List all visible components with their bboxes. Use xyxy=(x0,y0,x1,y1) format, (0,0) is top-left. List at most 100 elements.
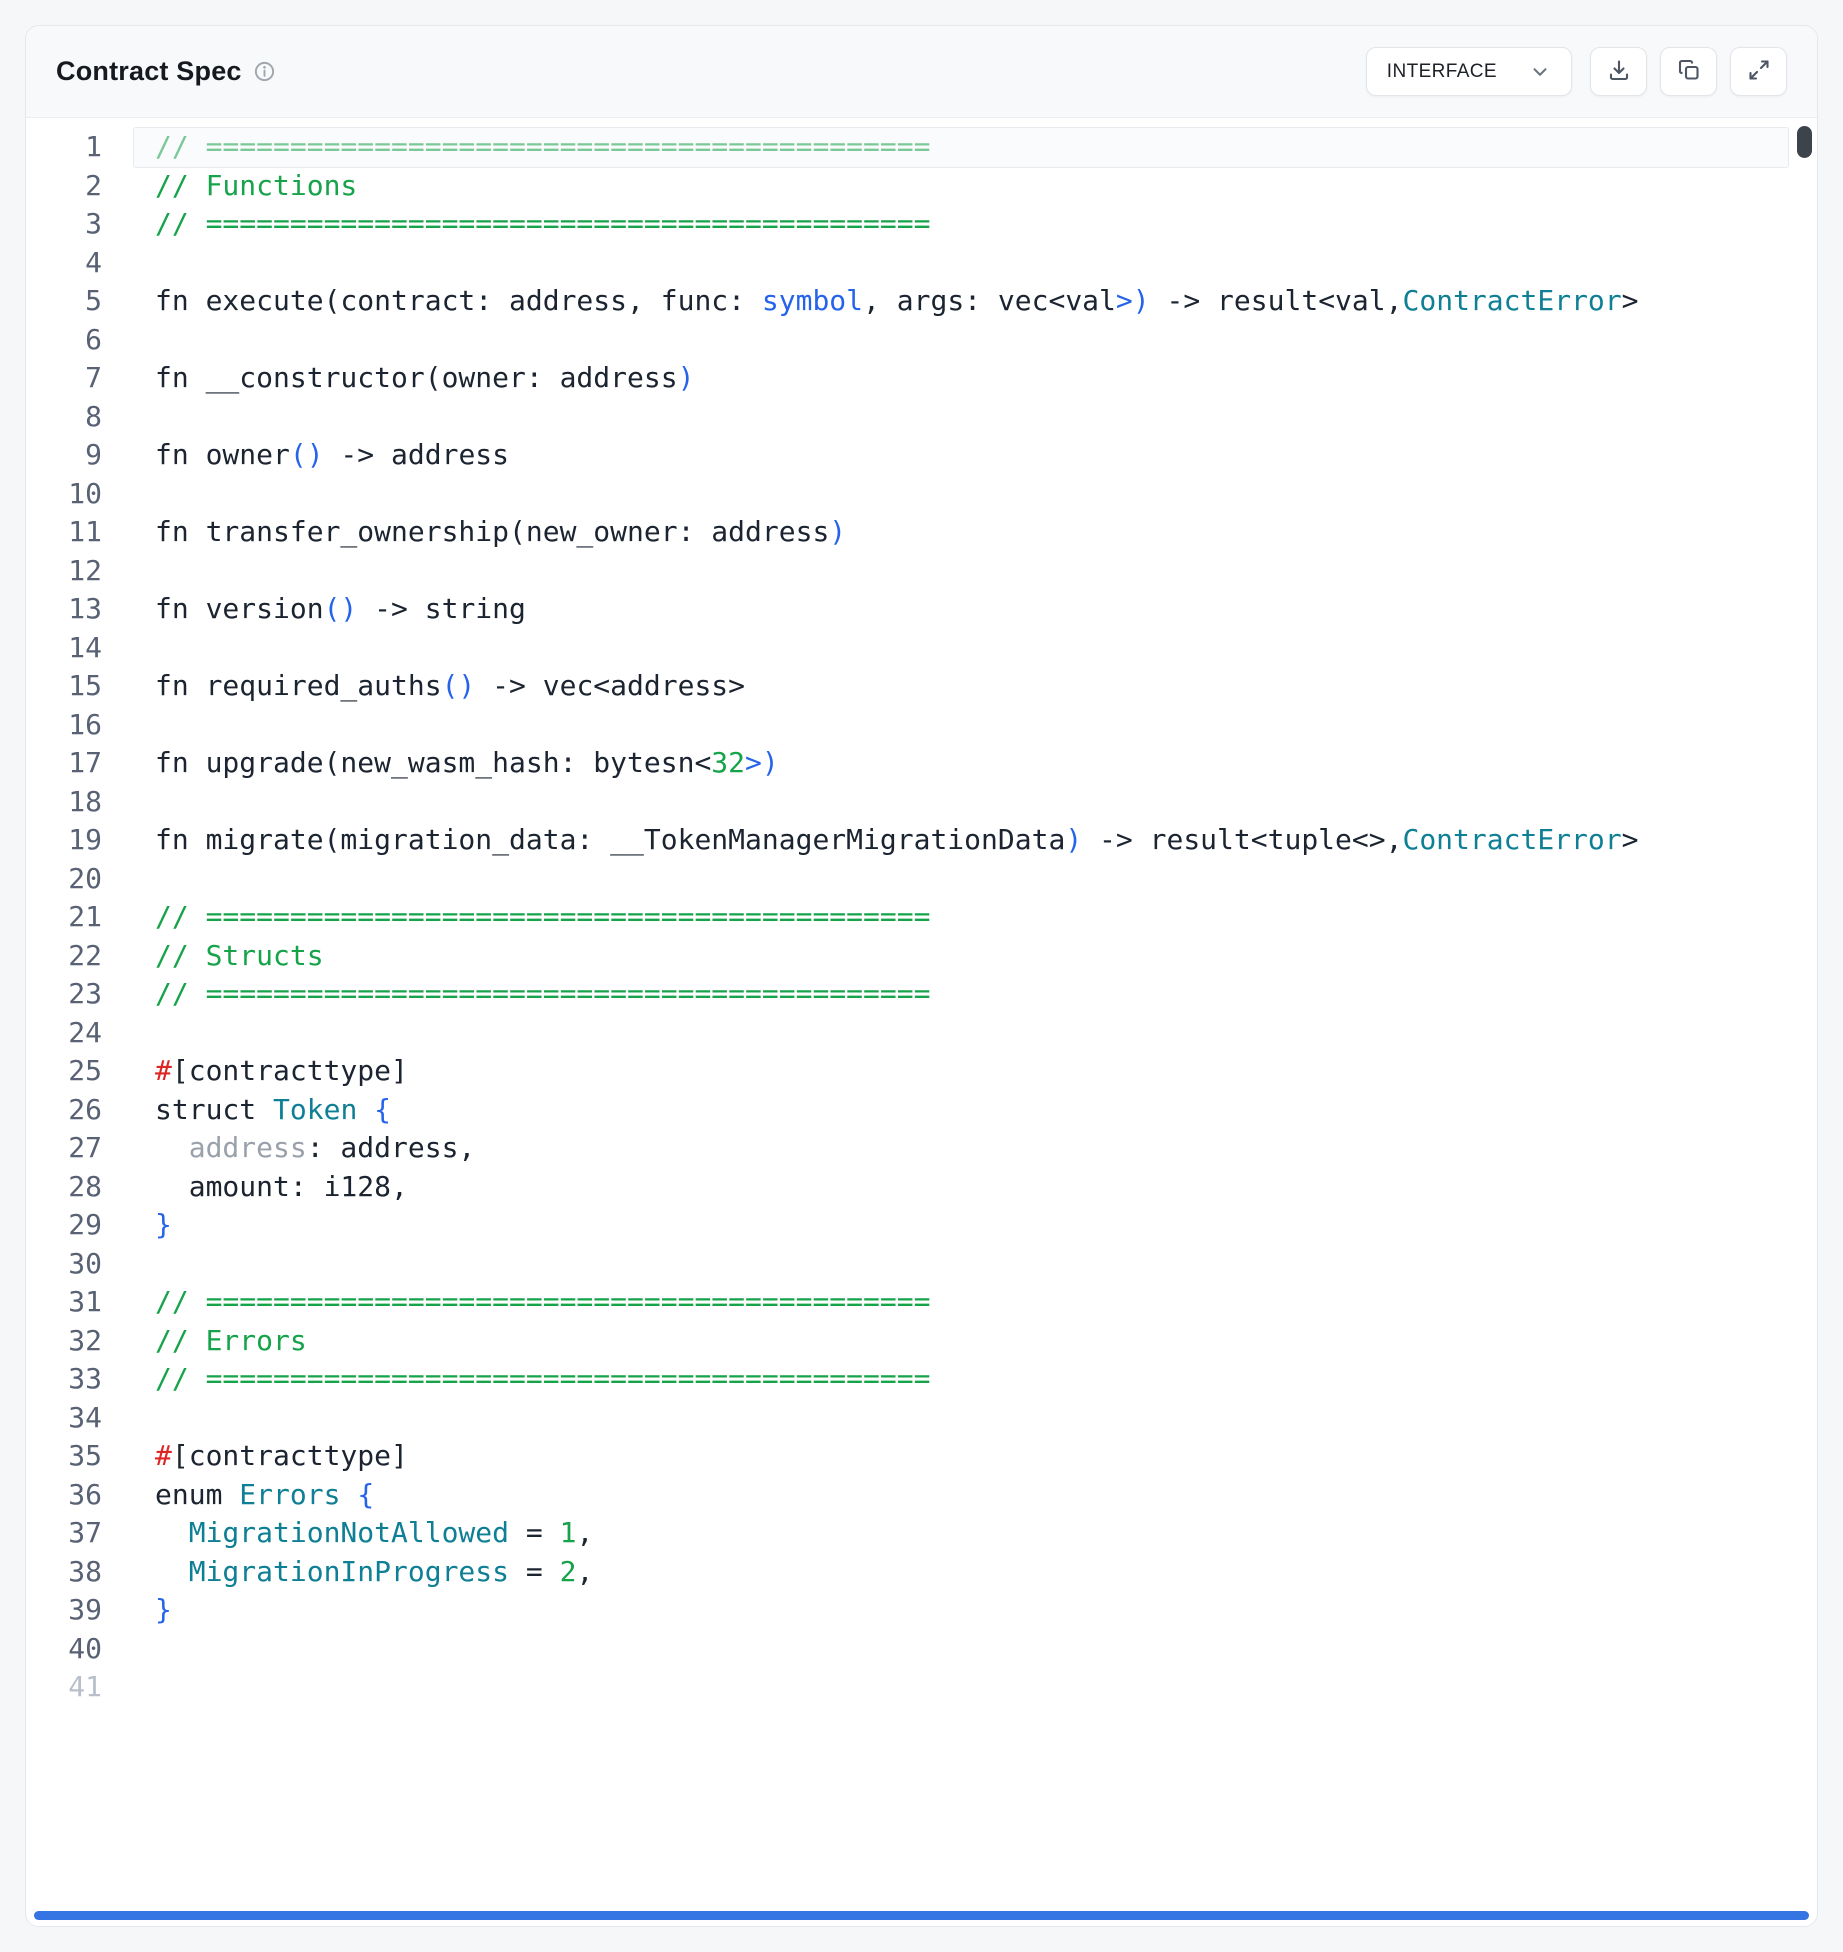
line-number: 16 xyxy=(68,707,102,741)
code-text xyxy=(102,860,155,899)
code-text: address: address, xyxy=(155,1131,476,1164)
code-line: 8 xyxy=(26,398,1817,437)
code-text: // =====================================… xyxy=(155,900,931,933)
line-number: 3 xyxy=(85,207,102,240)
vertical-scrollbar-thumb[interactable] xyxy=(1797,126,1812,158)
line-number: 21 xyxy=(68,900,102,933)
line-number: 39 xyxy=(68,1593,102,1626)
panel-header: Contract Spec INTERFACE xyxy=(26,26,1817,118)
line-number: 10 xyxy=(68,476,102,510)
code-line: 28 amount: i128, xyxy=(26,1168,1817,1207)
code-line: 31// ===================================… xyxy=(26,1283,1817,1322)
code-text xyxy=(102,398,155,437)
line-number: 19 xyxy=(68,823,102,856)
code-line: 39} xyxy=(26,1591,1817,1630)
code-text xyxy=(102,783,155,822)
code-line: 16 xyxy=(26,706,1817,745)
line-number: 14 xyxy=(68,630,102,664)
line-number: 12 xyxy=(68,553,102,587)
line-number: 40 xyxy=(68,1631,102,1665)
line-number: 36 xyxy=(68,1477,102,1511)
code-line: 37 MigrationNotAllowed = 1, xyxy=(26,1514,1817,1553)
line-number: 29 xyxy=(68,1208,102,1241)
line-number: 38 xyxy=(68,1554,102,1588)
code-text: // Functions xyxy=(155,168,358,202)
code-line: 18 xyxy=(26,783,1817,822)
code-text: // =====================================… xyxy=(155,1362,931,1395)
expand-button[interactable] xyxy=(1730,47,1787,96)
code-text: #[contracttype] xyxy=(155,1054,408,1087)
chevron-down-icon xyxy=(1529,61,1551,83)
code-text xyxy=(102,629,155,668)
code-text xyxy=(102,1668,155,1707)
code-line: 34 xyxy=(26,1399,1817,1438)
code-text: // =====================================… xyxy=(155,130,931,163)
line-number: 35 xyxy=(68,1439,102,1472)
code-line: 33 // ===================================… xyxy=(26,1360,1817,1399)
code-viewer[interactable]: 1 // ====================================… xyxy=(26,118,1817,1926)
code-text xyxy=(102,1630,155,1669)
code-line: 22// Structs xyxy=(26,937,1817,976)
code-text: enum Errors { xyxy=(155,1477,375,1511)
format-select-value: INTERFACE xyxy=(1386,60,1497,82)
code-text xyxy=(102,1014,155,1053)
line-number: 41 xyxy=(68,1670,102,1703)
code-text: MigrationNotAllowed = 1, xyxy=(155,1516,594,1549)
code-text xyxy=(102,244,155,283)
code-line: 27 address: address, xyxy=(26,1129,1817,1168)
copy-button[interactable] xyxy=(1660,47,1717,96)
line-number: 23 xyxy=(68,977,102,1010)
info-icon[interactable] xyxy=(253,60,276,83)
code-text xyxy=(102,475,155,514)
download-icon xyxy=(1607,58,1631,85)
line-number: 6 xyxy=(85,322,102,356)
code-line: 10 xyxy=(26,475,1817,514)
page-title: Contract Spec xyxy=(56,56,242,86)
code-line: 32// Errors xyxy=(26,1322,1817,1361)
line-number: 32 xyxy=(68,1323,102,1357)
code-line: 12 xyxy=(26,552,1817,591)
code-text: amount: i128, xyxy=(155,1169,408,1203)
contract-spec-panel: Contract Spec INTERFACE xyxy=(25,25,1818,1927)
code-line: 38 MigrationInProgress = 2, xyxy=(26,1553,1817,1592)
line-number: 24 xyxy=(68,1015,102,1049)
code-line: 40 xyxy=(26,1630,1817,1669)
line-number: 4 xyxy=(85,245,102,279)
code-line: 4 xyxy=(26,244,1817,283)
panel-header-actions: INTERFACE xyxy=(1365,47,1787,96)
code-text xyxy=(102,552,155,591)
code-text: fn upgrade(new_wasm_hash: bytesn<32>) xyxy=(155,746,779,779)
line-number: 9 xyxy=(85,438,102,471)
copy-icon xyxy=(1677,58,1701,85)
download-button[interactable] xyxy=(1590,47,1647,96)
format-select[interactable]: INTERFACE xyxy=(1365,47,1572,96)
line-number: 1 xyxy=(85,130,102,163)
line-number: 15 xyxy=(68,669,102,702)
code-line: 9 fn owner() -> address xyxy=(26,436,1817,475)
code-text: fn execute(contract: address, func: symb… xyxy=(155,284,1639,317)
code-text: // =====================================… xyxy=(155,977,931,1010)
code-line: 41 xyxy=(26,1668,1817,1707)
code-text: fn migrate(migration_data: __TokenManage… xyxy=(155,823,1639,856)
code-text: // Structs xyxy=(155,938,324,972)
horizontal-scrollbar-thumb[interactable] xyxy=(34,1911,1809,1920)
code-text: MigrationInProgress = 2, xyxy=(155,1554,594,1588)
line-number: 25 xyxy=(68,1054,102,1087)
code-text: // =====================================… xyxy=(155,1285,931,1318)
line-number: 18 xyxy=(68,784,102,818)
line-number: 27 xyxy=(68,1131,102,1164)
code-text: fn owner() -> address xyxy=(155,438,510,471)
line-number: 2 xyxy=(85,168,102,202)
line-number: 33 xyxy=(68,1362,102,1395)
code-lines: 1 // ====================================… xyxy=(26,127,1817,1707)
code-line: 36 enum Errors { xyxy=(26,1476,1817,1515)
code-line: 21 // ===================================… xyxy=(26,898,1817,937)
code-text: fn __constructor(owner: address) xyxy=(155,361,695,394)
code-line: 30 xyxy=(26,1245,1817,1284)
